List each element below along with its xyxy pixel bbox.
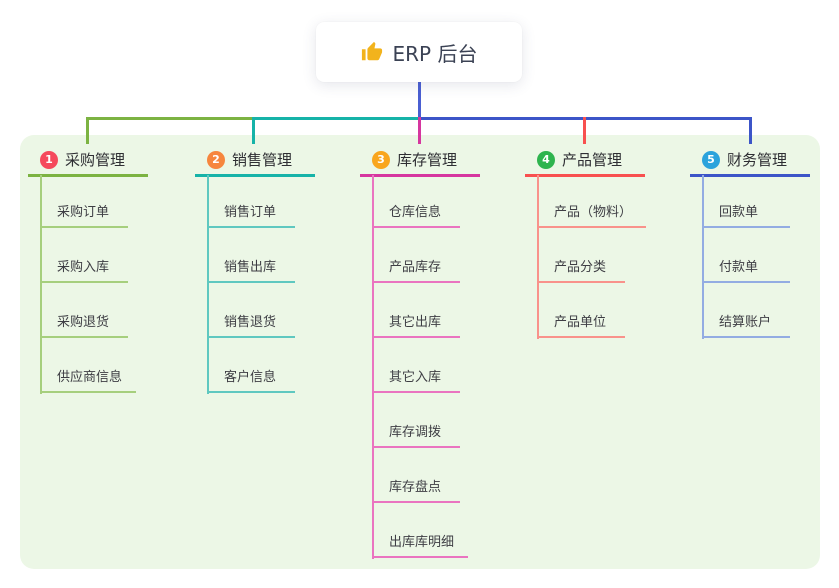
- child-node[interactable]: 其它出库: [372, 283, 460, 338]
- branch-spine-line: [372, 175, 374, 559]
- child-label: 库存调拨: [389, 425, 442, 440]
- branch-1: 1 采购管理采购订单采购入库采购退货供应商信息: [28, 145, 148, 394]
- child-label: 仓库信息: [389, 205, 442, 220]
- branch-badge-icon: 4: [537, 150, 555, 169]
- child-node[interactable]: 库存盘点: [372, 448, 460, 503]
- branch-badge-icon: 3: [372, 150, 390, 169]
- root-node[interactable]: ERP 后台: [316, 22, 522, 82]
- branch-header-2[interactable]: 2 销售管理: [195, 145, 315, 177]
- branch-label: 财务管理: [727, 151, 788, 169]
- child-node[interactable]: 结算账户: [702, 283, 790, 338]
- child-node[interactable]: 产品分类: [537, 228, 625, 283]
- child-label: 出库库明细: [389, 535, 455, 550]
- child-node[interactable]: 库存调拨: [372, 393, 460, 448]
- child-label: 采购入库: [57, 260, 110, 275]
- child-node[interactable]: 客户信息: [207, 338, 295, 393]
- child-label: 客户信息: [224, 370, 277, 385]
- child-node[interactable]: 仓库信息: [372, 177, 460, 228]
- branch-drop-line-1: [86, 117, 89, 144]
- child-label: 采购订单: [57, 205, 110, 220]
- child-label: 回款单: [719, 205, 759, 220]
- child-label: 产品分类: [554, 260, 607, 275]
- branch-label: 库存管理: [397, 151, 458, 169]
- branch-drop-line-4: [583, 117, 586, 144]
- child-label: 产品单位: [554, 315, 607, 330]
- branch-2: 2 销售管理销售订单销售出库销售退货客户信息: [195, 145, 315, 394]
- child-label: 付款单: [719, 260, 759, 275]
- branch-4: 4 产品管理产品（物料） 产品分类产品单位: [525, 145, 647, 339]
- branch-header-3[interactable]: 3 库存管理: [360, 145, 480, 177]
- branch-3: 3 库存管理仓库信息产品库存其它出库其它入库库存调拨库存盘点出库库明细: [360, 145, 480, 559]
- branch-badge-icon: 2: [207, 150, 225, 169]
- child-node[interactable]: 回款单: [702, 177, 790, 228]
- branch-header-4[interactable]: 4 产品管理: [525, 145, 645, 177]
- branch-children: 采购订单采购入库采购退货供应商信息: [28, 177, 148, 393]
- branch-drop-line-5: [749, 117, 752, 144]
- branch-header-5[interactable]: 5 财务管理: [690, 145, 810, 177]
- child-node[interactable]: 其它入库: [372, 338, 460, 393]
- branch-spine-line: [702, 175, 704, 339]
- branch-children: 回款单付款单结算账户: [690, 177, 810, 338]
- branch-5: 5 财务管理回款单付款单结算账户: [690, 145, 810, 339]
- child-label: 库存盘点: [389, 480, 442, 495]
- child-node[interactable]: 供应商信息: [40, 338, 137, 393]
- child-label: 结算账户: [719, 315, 772, 330]
- branch-children: 仓库信息产品库存其它出库其它入库库存调拨库存盘点出库库明细: [360, 177, 480, 558]
- branch-badge-icon: 1: [40, 150, 58, 169]
- branch-spine-line: [537, 175, 539, 339]
- top-line-left-segment: [86, 117, 255, 120]
- branch-label: 产品管理: [562, 151, 623, 169]
- child-label: 销售出库: [224, 260, 277, 275]
- child-node[interactable]: 采购入库: [40, 228, 128, 283]
- child-node[interactable]: 产品单位: [537, 283, 625, 338]
- child-label: 销售订单: [224, 205, 277, 220]
- child-node[interactable]: 采购订单: [40, 177, 128, 228]
- top-line-middle-segment: [252, 117, 418, 120]
- child-node[interactable]: 采购退货: [40, 283, 128, 338]
- branch-badge-icon: 5: [702, 150, 720, 169]
- child-label: 供应商信息: [57, 370, 123, 385]
- child-label: 产品库存: [389, 260, 442, 275]
- child-node[interactable]: 销售出库: [207, 228, 295, 283]
- branch-spine-line: [40, 175, 42, 394]
- branch-spine-line: [207, 175, 209, 394]
- branch-label: 销售管理: [232, 151, 293, 169]
- child-label: 其它出库: [389, 315, 442, 330]
- root-edge-line: [418, 82, 421, 117]
- branch-label: 采购管理: [65, 151, 126, 169]
- branch-drop-line-2: [252, 117, 255, 144]
- child-node[interactable]: 产品库存: [372, 228, 460, 283]
- branch-drop-line-3: [418, 117, 421, 144]
- child-label: 销售退货: [224, 315, 277, 330]
- child-node[interactable]: 产品（物料）: [537, 177, 647, 228]
- child-label: 其它入库: [389, 370, 442, 385]
- root-title: ERP 后台: [392, 41, 478, 66]
- child-label: 采购退货: [57, 315, 110, 330]
- branch-header-1[interactable]: 1 采购管理: [28, 145, 148, 177]
- child-label: 产品（物料）: [554, 205, 633, 220]
- child-node[interactable]: 出库库明细: [372, 503, 469, 558]
- thumbs-up-icon: [361, 41, 383, 63]
- branches-panel: [20, 135, 820, 569]
- child-node[interactable]: 销售订单: [207, 177, 295, 228]
- child-node[interactable]: 付款单: [702, 228, 790, 283]
- child-node[interactable]: 销售退货: [207, 283, 295, 338]
- branch-children: 销售订单销售出库销售退货客户信息: [195, 177, 315, 393]
- branch-children: 产品（物料） 产品分类产品单位: [525, 177, 647, 338]
